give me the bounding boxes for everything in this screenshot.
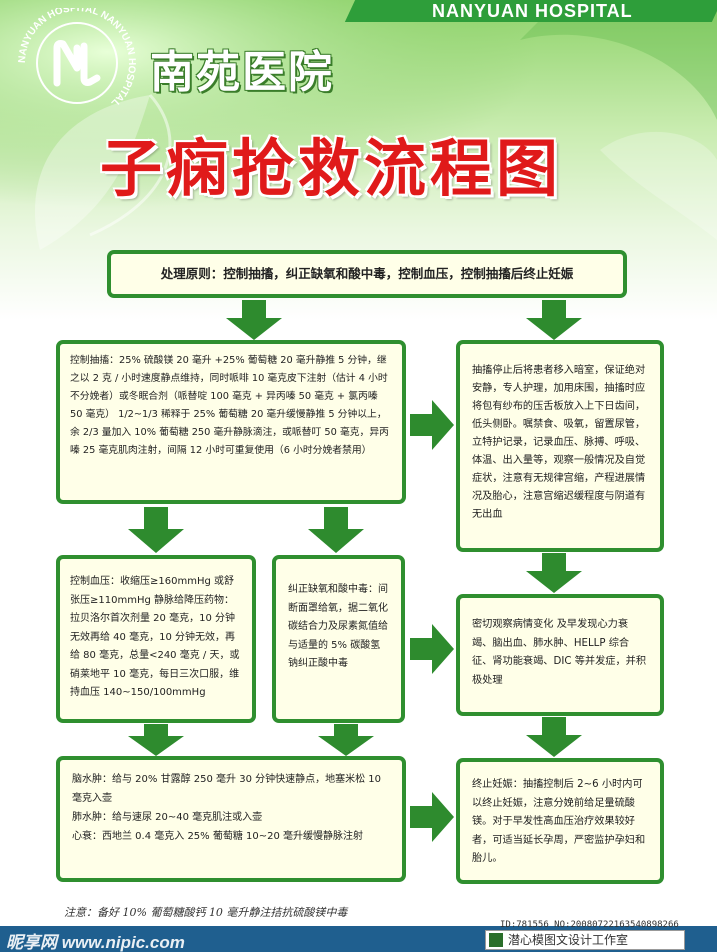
watermark-text: 昵享网 www.nipic.com <box>6 933 185 952</box>
correct-hypoxia-acidosis-box: 纠正缺氧和酸中毒：间断面罩给氧，据二氧化碳结合力及尿素氮值给与适量的 5% 碳酸… <box>272 555 405 723</box>
down-arrow-icon <box>526 300 582 340</box>
studio-name: 潜心模图文设计工作室 <box>508 933 629 947</box>
studio-label: 潜心模图文设计工作室 <box>485 930 685 950</box>
observe-complications-box: 密切观察病情变化 及早发现心力衰竭、脑出血、肺水肿、HELLP 综合征、肾功能衰… <box>456 594 664 716</box>
principle-text: 处理原则：控制抽搐，纠正缺氧和酸中毒，控制血压，控制抽搐后终止妊娠 <box>160 266 574 281</box>
hospital-logo-icon: NANYUAN HOSPITAL NANYUAN HOSPITAL <box>17 3 137 109</box>
down-arrow-icon <box>128 724 184 756</box>
control-convulsion-box: 控制抽搐：25% 硫酸镁 20 毫升 +25% 葡萄糖 20 毫升静推 5 分钟… <box>56 340 406 504</box>
hospital-chinese-name: 南苑医院 <box>150 47 334 98</box>
control-blood-pressure-box: 控制血压：收缩压≥160mmHg 或舒张压≥110mmHg 静脉给降压药物：拉贝… <box>56 555 256 723</box>
down-arrow-icon <box>526 717 582 757</box>
down-arrow-icon <box>226 300 282 340</box>
down-arrow-icon <box>128 507 184 553</box>
right-arrow-icon <box>410 792 454 842</box>
edema-heart-failure-text: 脑水肿：给与 20% 甘露醇 250 毫升 30 分钟快速静点，地塞米松 10 … <box>72 774 382 842</box>
observe-complications-text: 密切观察病情变化 及早发现心力衰竭、脑出血、肺水肿、HELLP 综合征、肾功能衰… <box>472 619 647 686</box>
right-arrow-icon <box>410 624 454 674</box>
studio-logo-icon <box>489 933 503 947</box>
terminate-pregnancy-box: 终止妊娠：抽搐控制后 2~6 小时内可以终止妊娠，注意分娩前给足量硫酸镁。对于早… <box>456 758 664 884</box>
edema-heart-failure-box: 脑水肿：给与 20% 甘露醇 250 毫升 30 分钟快速静点，地塞米松 10 … <box>56 756 406 882</box>
control-blood-pressure-text: 控制血压：收缩压≥160mmHg 或舒张压≥110mmHg 静脉给降压药物：拉贝… <box>70 576 240 698</box>
right-arrow-icon <box>410 400 454 450</box>
nursing-care-box: 抽搐停止后将患者移入暗室，保证绝对安静，专人护理，加用床围，抽搐时应将包有纱布的… <box>456 340 664 552</box>
hospital-english-name: NANYUAN HOSPITAL <box>432 1 633 21</box>
correct-hypoxia-acidosis-text: 纠正缺氧和酸中毒：间断面罩给氧，据二氧化碳结合力及尿素氮值给与适量的 5% 碳酸… <box>288 584 388 669</box>
nursing-care-text: 抽搐停止后将患者移入暗室，保证绝对安静，专人护理，加用床围，抽搐时应将包有纱布的… <box>472 365 646 520</box>
footnote: 注意：备好 10% 葡萄糖酸钙 10 毫升静注拮抗硫酸镁中毒 <box>64 906 348 919</box>
page-title: 子痫抢救流程图 <box>100 132 563 205</box>
down-arrow-icon <box>526 553 582 593</box>
down-arrow-icon <box>308 507 364 553</box>
control-convulsion-text: 控制抽搐：25% 硫酸镁 20 毫升 +25% 葡萄糖 20 毫升静推 5 分钟… <box>70 355 389 456</box>
terminate-pregnancy-text: 终止妊娠：抽搐控制后 2~6 小时内可以终止妊娠，注意分娩前给足量硫酸镁。对于早… <box>472 779 646 864</box>
hospital-logo: NANYUAN HOSPITAL NANYUAN HOSPITAL <box>2 3 152 118</box>
down-arrow-icon <box>318 724 374 756</box>
image-id-stamp: ID:781556 NO:20080722163540898266 <box>500 920 679 930</box>
principle-box: 处理原则：控制抽搐，纠正缺氧和酸中毒，控制血压，控制抽搐后终止妊娠 <box>107 250 627 298</box>
